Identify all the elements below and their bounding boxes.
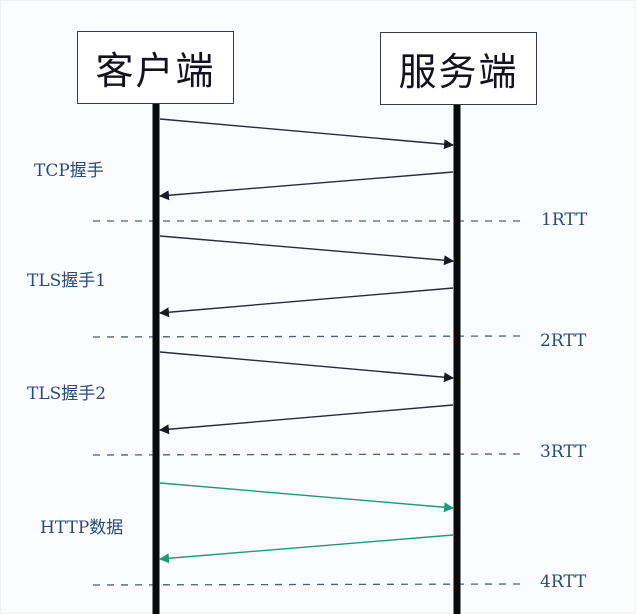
rtt-label-2: 2RTT (540, 331, 587, 351)
rtt-separators (92, 220, 521, 586)
client-actor-box: 客户端 (77, 31, 234, 104)
rtt-4-separator (92, 583, 521, 586)
http-response-arrow (159, 534, 454, 564)
rtt-2-separator (92, 335, 521, 338)
phase-label-tcp-handshake: TCP握手 (34, 161, 104, 181)
tls2-response-arrow (159, 404, 454, 435)
rtt-label-3: 3RTT (540, 442, 587, 462)
tcp-syn-arrow (159, 118, 454, 150)
phase-label-http-data: HTTP数据 (40, 518, 124, 538)
phase-label-tls-handshake-2: TLS握手2 (27, 384, 107, 404)
tcp-synack-arrow (159, 171, 454, 201)
server-actor-label: 服务端 (398, 50, 519, 94)
http-request-arrow (159, 482, 454, 513)
tls1-response-arrow (159, 287, 454, 318)
rtt-3-separator (92, 453, 521, 456)
phase-label-tls-handshake-1: TLS握手1 (27, 271, 107, 291)
tls2-request-arrow (159, 351, 454, 383)
tls1-request-arrow (159, 235, 454, 266)
rtt-label-4: 4RTT (540, 572, 587, 592)
rtt-label-1: 1RTT (541, 210, 588, 230)
client-actor-label: 客户端 (95, 49, 216, 93)
server-actor-box: 服务端 (380, 32, 537, 105)
